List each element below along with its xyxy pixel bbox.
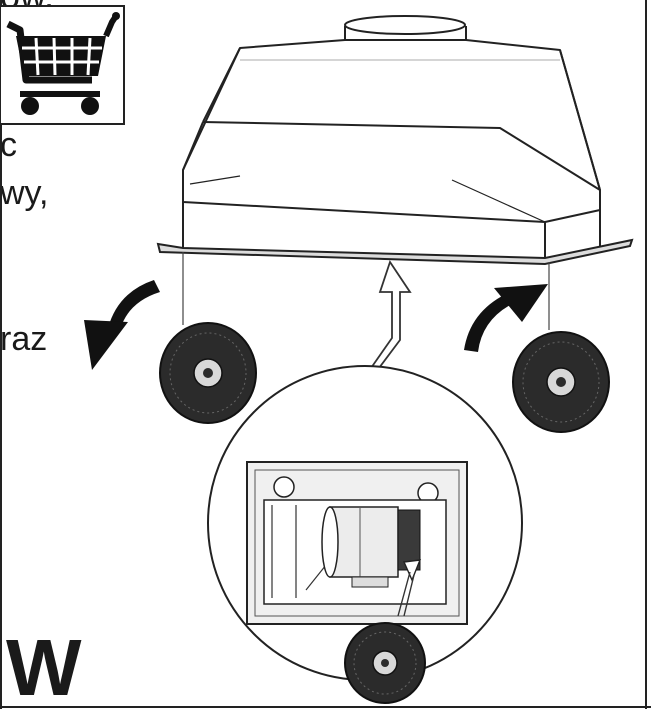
- text-fragment-wy: wy,: [0, 174, 49, 212]
- charcoal-filter-icon-left: [159, 322, 257, 424]
- text-fragment-c: c: [0, 126, 17, 164]
- charcoal-filter-icon-right: [512, 331, 610, 433]
- charcoal-filter-icon-bottom: [344, 622, 426, 704]
- rotation-arrow-icon-left: [84, 280, 160, 370]
- hood-flange: [156, 238, 634, 266]
- section-letter: W: [6, 623, 82, 709]
- hood-body: [182, 39, 601, 262]
- detail-magnifier: [207, 365, 523, 681]
- up-arrow-icon: [362, 259, 412, 382]
- text-fragment-raz: raz: [0, 320, 48, 358]
- shopping-cart-icon: [0, 5, 125, 125]
- rotation-arrow-icon-right: [464, 284, 548, 352]
